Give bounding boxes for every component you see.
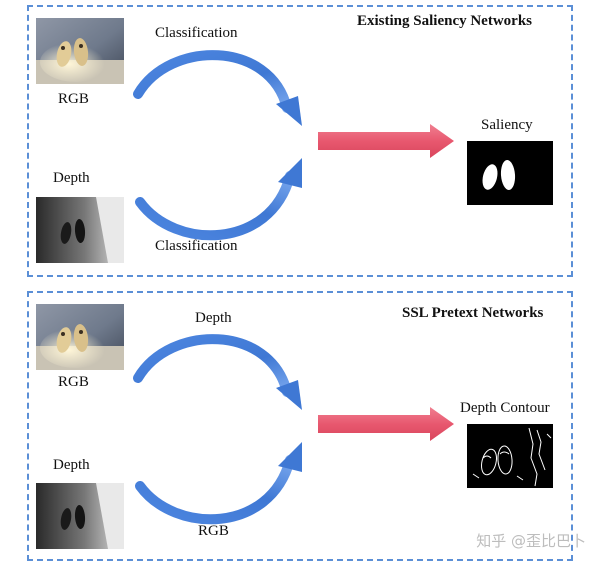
curved-arrow-top-1: [133, 50, 302, 126]
rgb-label-2: RGB: [58, 374, 89, 390]
output-label-1: Saliency: [481, 117, 533, 133]
depth-image-1: [36, 197, 124, 263]
fusion-arrow-2: [318, 407, 454, 441]
depth-image-2: [36, 483, 124, 549]
depth-label-1: Depth: [53, 170, 90, 186]
rgb-image-2: [36, 304, 124, 370]
panel-ssl-pretext-networks: [27, 291, 573, 561]
depth-contour-map: [467, 424, 553, 488]
curved-arrow-bottom-2: [135, 442, 302, 525]
curved-arrow-top-2: [133, 334, 302, 410]
bottom-arrow-label-2: RGB: [198, 523, 229, 539]
fusion-arrow-1: [318, 124, 454, 158]
panel-existing-saliency-networks: [27, 5, 573, 277]
watermark: 知乎 @歪比巴卜: [476, 532, 586, 550]
top-arrow-label-2: Depth: [195, 310, 232, 326]
panel-2-title: SSL Pretext Networks: [402, 305, 544, 321]
saliency-map: [467, 141, 553, 205]
rgb-image-1: [36, 18, 124, 84]
output-label-2: Depth Contour: [460, 400, 550, 416]
curved-arrow-bottom-1: [135, 158, 302, 241]
depth-label-2: Depth: [53, 457, 90, 473]
top-arrow-label-1: Classification: [155, 25, 238, 41]
rgb-label-1: RGB: [58, 91, 89, 107]
bottom-arrow-label-1: Classification: [155, 238, 238, 254]
panel-1-title: Existing Saliency Networks: [357, 13, 533, 29]
